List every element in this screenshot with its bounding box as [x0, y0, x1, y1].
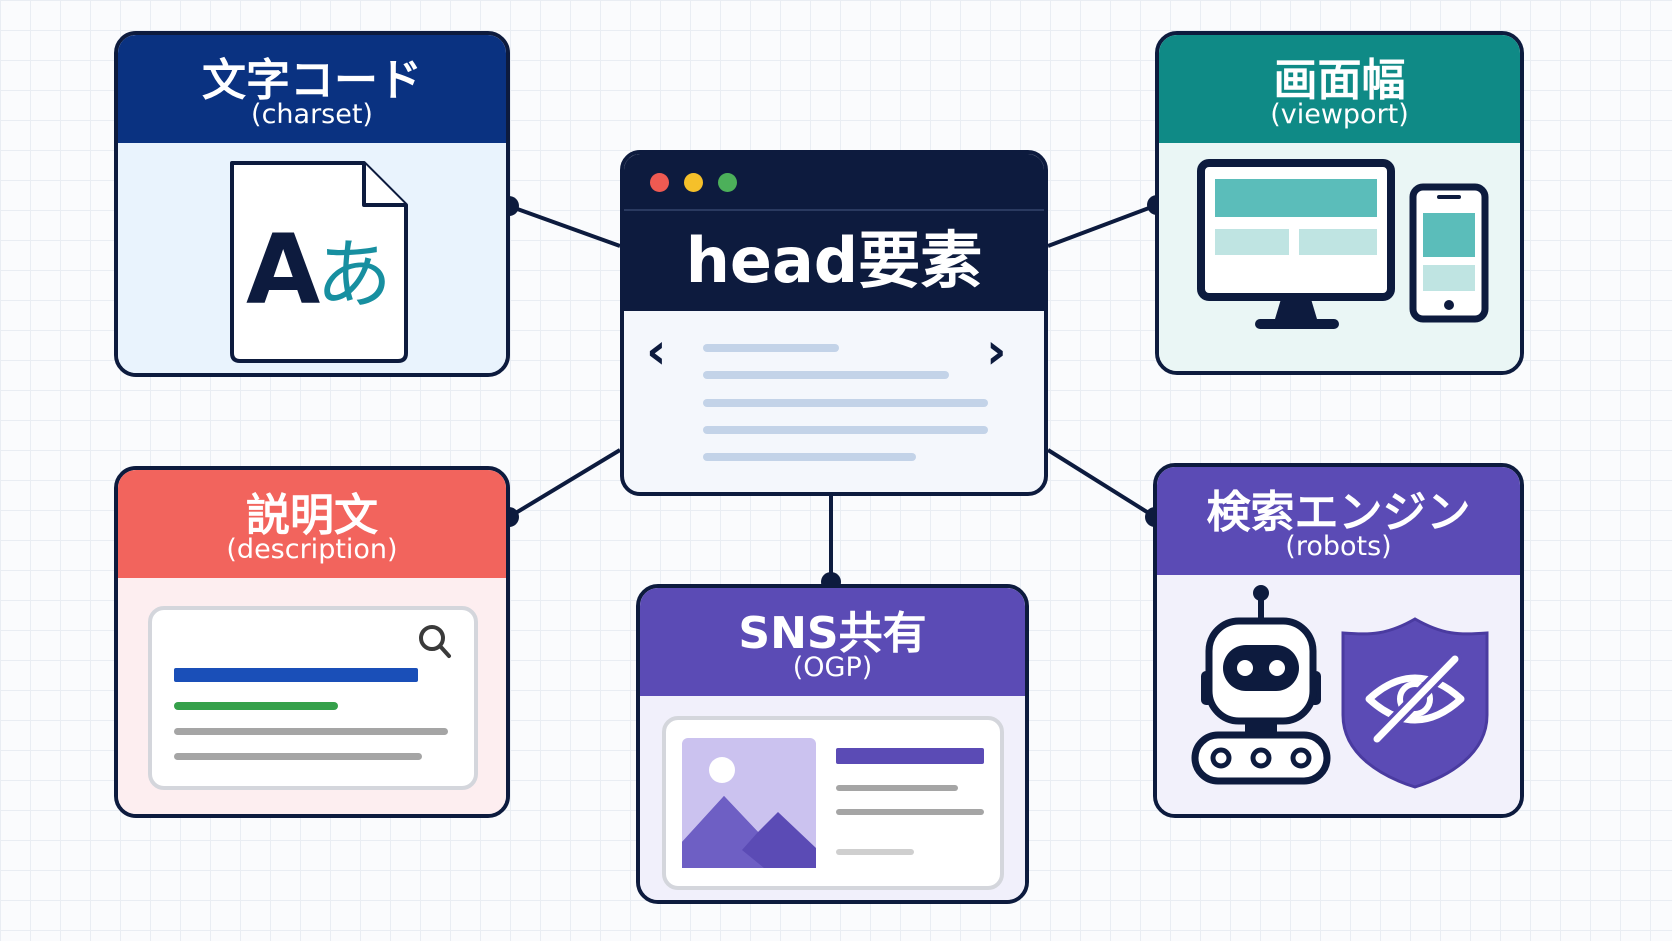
robot-and-hidden-eye-shield-icon: [1191, 585, 1489, 789]
description-card: 説明文 (description): [114, 466, 510, 818]
chevron-left-icon: ‹: [646, 322, 667, 380]
center-title: head要素: [624, 209, 1044, 311]
description-card-header: 説明文 (description): [118, 470, 506, 578]
charset-card-body: A あ: [118, 143, 506, 373]
ogp-card: SNS共有 (OGP): [636, 584, 1029, 904]
charset-card-subtitle: (charset): [251, 99, 373, 130]
description-card-subtitle: (description): [226, 534, 398, 565]
charset-card: 文字コード (charset) A あ: [114, 31, 510, 377]
robots-card: 検索エンジン (robots): [1153, 463, 1524, 818]
content-line: [703, 344, 839, 352]
window-close-dot: [650, 173, 669, 192]
description-card-title: 説明文: [246, 490, 378, 541]
hiragana-a-glyph: あ: [316, 230, 392, 319]
robots-card-body: [1157, 575, 1520, 814]
search-result-icon: [148, 606, 478, 790]
viewport-card-body: [1159, 143, 1520, 371]
window-minimize-dot: [684, 173, 703, 192]
document-letters-icon: A あ: [230, 161, 408, 363]
window-maximize-dot: [718, 173, 737, 192]
letter-a-glyph: A: [246, 214, 320, 326]
description-card-body: [118, 578, 506, 814]
search-icon: [419, 625, 451, 658]
charset-card-header: 文字コード (charset): [118, 35, 506, 143]
viewport-card: 画面幅 (viewport): [1155, 31, 1524, 375]
robots-card-title: 検索エンジン: [1206, 487, 1471, 538]
window-titlebar: [624, 154, 1044, 209]
chevron-right-icon: ›: [986, 322, 1007, 380]
hidden-eye-shield-icon: [1341, 617, 1489, 789]
ogp-card-title: SNS共有: [738, 608, 927, 659]
robots-card-header: 検索エンジン (robots): [1157, 467, 1520, 575]
robot-icon: [1191, 585, 1331, 785]
connector-charset: [508, 204, 621, 248]
image-placeholder-icon: [682, 738, 816, 868]
content-line: [703, 426, 988, 434]
ogp-card-header: SNS共有 (OGP): [640, 588, 1025, 696]
share-card-icon: [662, 716, 1004, 890]
charset-card-title: 文字コード: [202, 55, 422, 106]
ogp-card-body: [640, 696, 1025, 900]
content-line: [703, 399, 988, 407]
monitor-and-phone-icon: [1197, 159, 1489, 329]
robots-card-subtitle: (robots): [1285, 531, 1392, 562]
connector-description: [507, 448, 622, 519]
connector-robots: [1046, 448, 1157, 519]
viewport-card-subtitle: (viewport): [1270, 99, 1409, 130]
head-element-window: head要素 ‹ ›: [620, 150, 1048, 496]
content-line: [703, 371, 949, 379]
ogp-card-subtitle: (OGP): [792, 652, 873, 683]
content-line: [703, 453, 916, 461]
viewport-card-title: 画面幅: [1273, 55, 1406, 106]
connector-viewport: [1047, 203, 1158, 248]
viewport-card-header: 画面幅 (viewport): [1159, 35, 1520, 143]
